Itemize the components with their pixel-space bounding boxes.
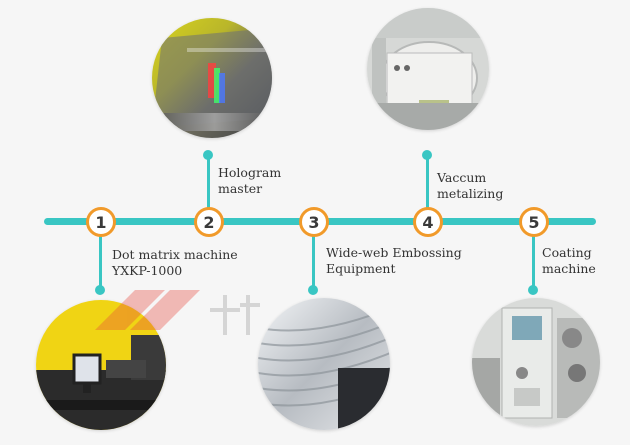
vacuum-metalizer-photo — [367, 8, 489, 130]
step-label-2-line1: Hologram — [218, 165, 282, 180]
step-node-3: 3 — [299, 207, 329, 237]
step-node-4: 4 — [413, 207, 443, 237]
step-label-2-line2: master — [218, 181, 263, 196]
hologram-master-photo — [152, 18, 272, 138]
step-label-4: Vaccum metalizing — [437, 170, 503, 202]
coating-machine-photo — [472, 298, 600, 426]
step-label-3-line1: Wide-web Embossing — [326, 245, 462, 260]
connector-dot-step-4 — [422, 150, 432, 160]
step-label-1-line2: YXKP-1000 — [112, 263, 183, 278]
step-label-1-line1: Dot matrix machine — [112, 247, 238, 262]
step-node-5: 5 — [519, 207, 549, 237]
connector-step-2 — [207, 155, 210, 210]
connector-step-4 — [426, 155, 429, 210]
step-label-4-line2: metalizing — [437, 186, 504, 201]
connector-step-1 — [99, 236, 102, 290]
step-label-5-line1: Coating — [542, 245, 592, 260]
step-label-1: Dot matrix machine YXKP-1000 — [112, 247, 238, 279]
step-label-5: Coating machine — [542, 245, 596, 277]
step-label-5-line2: machine — [542, 261, 596, 276]
step-label-3: Wide-web Embossing Equipment — [326, 245, 462, 277]
connector-dot-step-2 — [203, 150, 213, 160]
connector-step-5 — [532, 236, 535, 290]
connector-dot-step-1 — [95, 285, 105, 295]
dot-matrix-machine-photo — [36, 300, 166, 430]
connector-dot-step-5 — [528, 285, 538, 295]
step-node-1: 1 — [86, 207, 116, 237]
step-label-3-line2: Equipment — [326, 261, 396, 276]
connector-step-3 — [312, 236, 315, 290]
step-label-2: Hologram master — [218, 165, 281, 197]
embossing-rolls-photo — [258, 298, 390, 430]
step-label-4-line1: Vaccum — [437, 170, 487, 185]
step-node-2: 2 — [194, 207, 224, 237]
connector-dot-step-3 — [308, 285, 318, 295]
